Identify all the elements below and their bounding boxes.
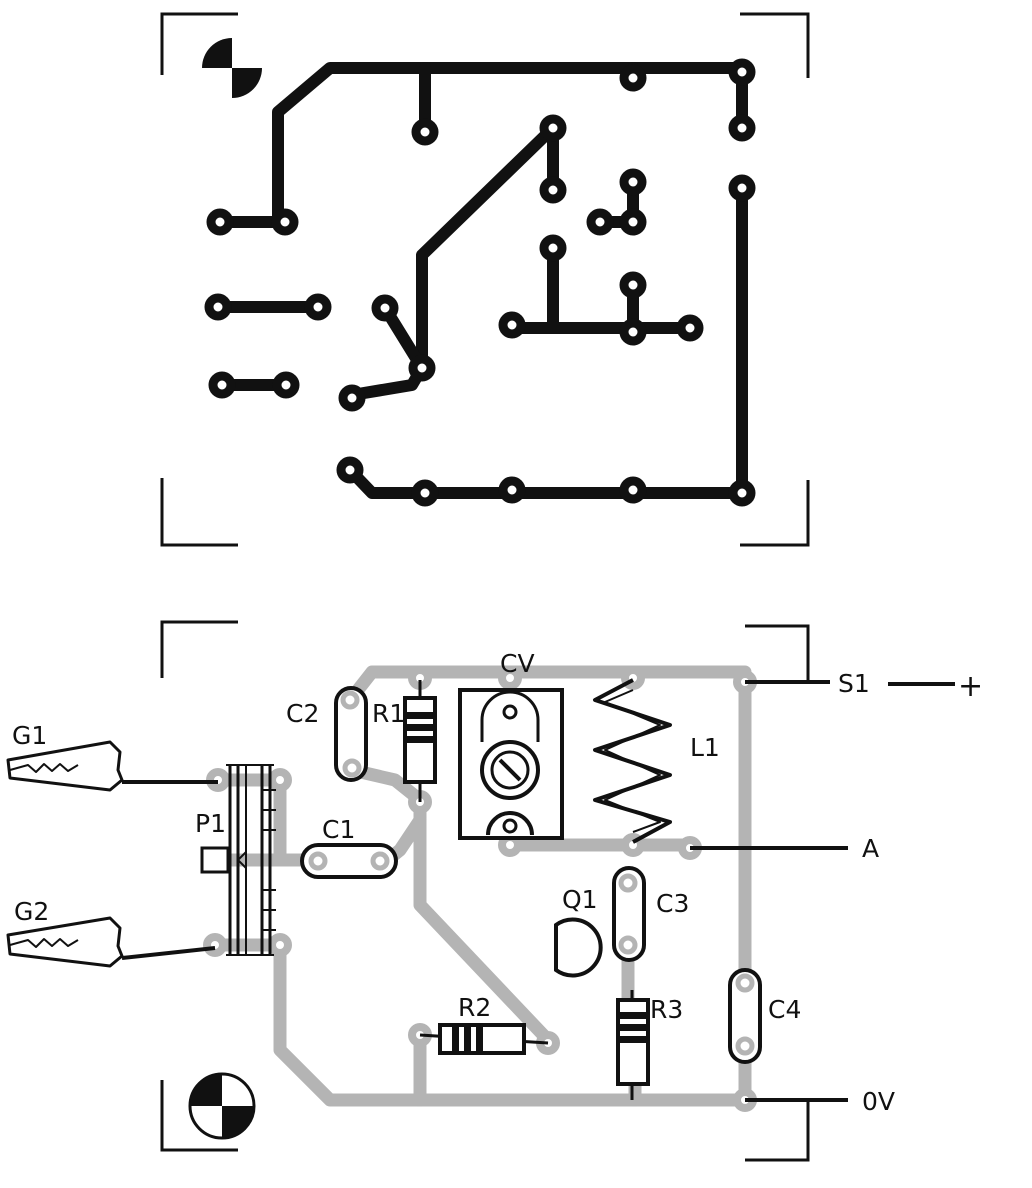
pad: [268, 933, 292, 957]
pad: [206, 208, 234, 236]
pad: [586, 208, 614, 236]
pad: [539, 176, 567, 204]
terminal-s1: S1: [838, 669, 870, 698]
external-wires: [690, 680, 955, 1102]
capacitor-c2: [334, 686, 368, 782]
corner-bracket-icon: [160, 12, 810, 547]
pad: [619, 318, 647, 346]
terminal-a: A: [862, 834, 879, 863]
pad: [728, 174, 756, 202]
alligator-clip-icon: [6, 740, 218, 792]
label-r3: R3: [650, 995, 683, 1024]
capacitor-c1: [300, 843, 398, 879]
quartered-circle-icon: [201, 37, 263, 99]
connector-p1: [200, 764, 276, 956]
corner-bracket-icon: [160, 620, 810, 1162]
label-g1: G1: [12, 721, 47, 750]
alligator-clip-icon: [6, 916, 216, 968]
pad: [272, 371, 300, 399]
label-c2: C2: [286, 699, 319, 728]
pad: [338, 384, 366, 412]
copper-traces: [212, 62, 748, 499]
copper-layout: [160, 12, 810, 547]
pad: [539, 234, 567, 262]
label-cv: CV: [500, 649, 535, 678]
pad: [619, 64, 647, 92]
label-c1: C1: [322, 815, 355, 844]
pad: [619, 271, 647, 299]
label-c4: C4: [768, 995, 801, 1024]
component-layout: CV R1 C2 L1 C1 P1 Q1 C3 R2 R3 C4 G1 G2 S…: [6, 620, 983, 1162]
pad: [728, 58, 756, 86]
label-q1: Q1: [562, 885, 598, 914]
pad: [304, 293, 332, 321]
pad: [411, 118, 439, 146]
label-r1: R1: [372, 699, 405, 728]
label-r2: R2: [458, 993, 491, 1022]
pad: [539, 114, 567, 142]
pad: [498, 311, 526, 339]
terminal-plus: +: [958, 669, 983, 704]
pad: [619, 476, 647, 504]
terminal-ov: 0V: [862, 1087, 895, 1116]
capacitor-c3: [612, 866, 646, 962]
pad: [204, 293, 232, 321]
resistor-r1: [403, 680, 437, 802]
pad: [619, 208, 647, 236]
pad: [676, 314, 704, 342]
transistor-q1: [554, 917, 603, 978]
pad: [336, 456, 364, 484]
copper-pads: [204, 58, 756, 507]
pad: [411, 479, 439, 507]
pad: [728, 479, 756, 507]
pad: [371, 294, 399, 322]
pad: [498, 666, 522, 690]
label-c3: C3: [656, 889, 689, 918]
resistor-r3: [616, 990, 650, 1100]
coil-l1: [593, 678, 672, 844]
resistor-r2: [419, 1023, 549, 1055]
label-p1: P1: [195, 809, 226, 838]
pad: [408, 354, 436, 382]
pad: [271, 208, 299, 236]
pad: [619, 168, 647, 196]
quartered-circle-icon: [188, 1072, 256, 1140]
pad: [268, 768, 292, 792]
label-g2: G2: [14, 897, 49, 926]
capacitor-c4: [728, 968, 762, 1064]
component-labels: CV R1 C2 L1 C1 P1 Q1 C3 R2 R3 C4 G1 G2 S…: [12, 649, 983, 1116]
label-l1: L1: [690, 733, 720, 762]
pad: [208, 371, 236, 399]
trimmer-capacitor-cv: [458, 688, 564, 840]
pad: [728, 114, 756, 142]
pad: [498, 476, 526, 504]
